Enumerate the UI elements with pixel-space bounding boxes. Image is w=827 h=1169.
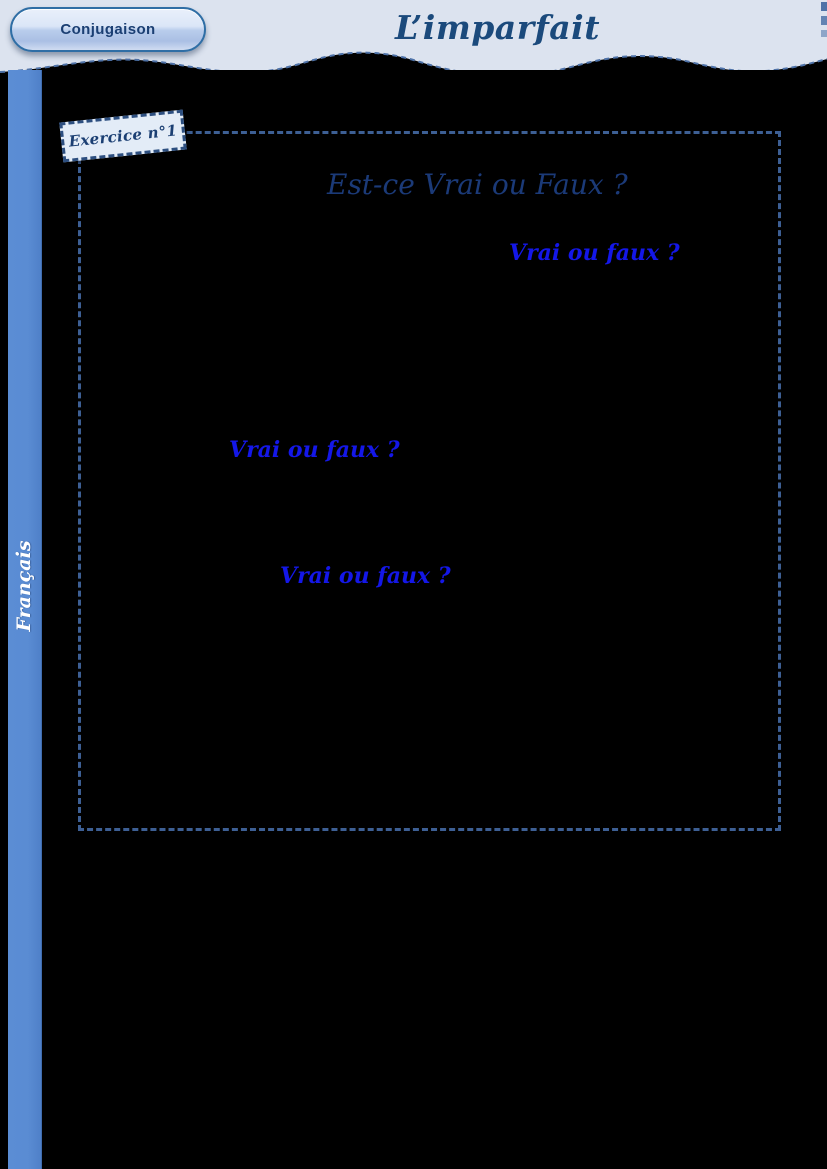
conjugaison-nav-button[interactable]: Conjugaison [10,7,206,52]
vrai-ou-faux-prompt[interactable]: Vrai ou faux ? [509,240,680,266]
exercise-number-label: Exercice n°1 [67,121,179,151]
subject-sidebar-label: Français [13,540,35,632]
content-canvas [41,70,827,1169]
vrai-ou-faux-prompt[interactable]: Vrai ou faux ? [229,437,400,463]
corner-clip-segment [821,2,827,11]
corner-clip-decoration [821,2,827,38]
corner-clip-segment [821,16,827,25]
vrai-ou-faux-prompt[interactable]: Vrai ou faux ? [280,563,451,589]
corner-clip-segment [821,30,827,37]
subject-sidebar[interactable]: Français [8,70,42,1169]
exercise-heading: Est-ce Vrai ou Faux ? [327,168,628,201]
exercise-frame [78,131,781,831]
lesson-title: L’imparfait [395,8,600,47]
conjugaison-nav-label: Conjugaison [60,21,156,38]
